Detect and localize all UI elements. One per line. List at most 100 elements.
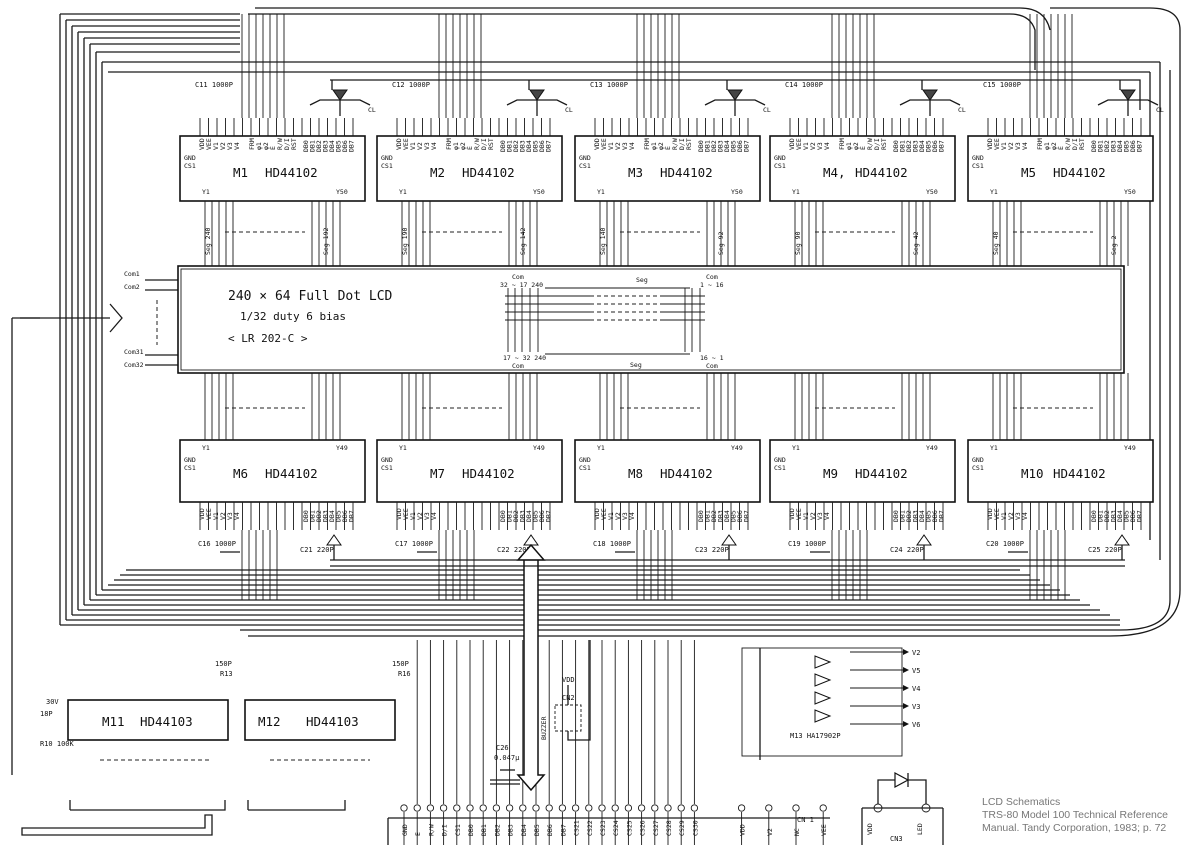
pin-gnd: GND bbox=[579, 456, 591, 464]
pin-power: V1 bbox=[1000, 512, 1008, 520]
pin-power: V1 bbox=[212, 142, 220, 150]
cn2-part: BUZZER bbox=[540, 716, 548, 740]
pin-cs1: CS1 bbox=[774, 464, 786, 472]
pin-data: DB1 bbox=[506, 140, 514, 152]
top-driver-part: HD44102 bbox=[855, 165, 908, 180]
bottom-driver-part: HD44102 bbox=[462, 466, 515, 481]
pin-power: V4 bbox=[823, 512, 831, 520]
pin-data: DB7 bbox=[1136, 140, 1144, 152]
pin-power: VEE bbox=[795, 138, 803, 150]
pin-misc: φ2 bbox=[459, 142, 467, 150]
cn1-pin: GND bbox=[401, 824, 409, 836]
m11-voltage: 30V bbox=[46, 698, 59, 706]
m12-cap: 150P bbox=[392, 660, 409, 668]
pin-misc: D/I bbox=[1071, 138, 1079, 150]
pin-data: DB0 bbox=[302, 140, 310, 152]
m11-resistor: R13 bbox=[220, 670, 233, 678]
cn1-pin: R/W bbox=[427, 824, 435, 836]
common-drivers: M11 HD44103 M12 HD44103 R13 150P R16 150… bbox=[21, 660, 411, 836]
pin-data: DB5 bbox=[335, 140, 343, 152]
pin-y50: Y50 bbox=[336, 188, 348, 196]
c26-value: 0.047μ bbox=[494, 754, 520, 762]
pin-misc: R/W bbox=[1064, 138, 1072, 150]
cn1-label: CN 1 bbox=[797, 816, 814, 824]
pin-data: DB0 bbox=[499, 140, 507, 152]
pin-power: V3 bbox=[816, 512, 824, 520]
pin-y50: Y50 bbox=[731, 188, 743, 196]
cn1-pin: V2 bbox=[766, 828, 774, 836]
pin-y49: Y49 bbox=[1124, 444, 1136, 452]
pin-power: V3 bbox=[226, 142, 234, 150]
pin-power: V1 bbox=[802, 142, 810, 150]
pin-power: V2 bbox=[219, 142, 227, 150]
pin-cl: CL bbox=[763, 106, 771, 114]
pin-power: V1 bbox=[607, 512, 615, 520]
pin-gnd: GND bbox=[972, 456, 984, 464]
pin-power: VDD bbox=[593, 138, 601, 150]
pin-power: V1 bbox=[409, 142, 417, 150]
bottom-driver-id: M10 bbox=[1021, 466, 1044, 481]
pin-y1: Y1 bbox=[399, 444, 407, 452]
pin-power: VDD bbox=[986, 138, 994, 150]
pin-power: V2 bbox=[614, 512, 622, 520]
pin-data: DB7 bbox=[545, 510, 553, 522]
lcd-com-label-1: Com bbox=[512, 273, 524, 281]
pin-gnd: GND bbox=[972, 154, 984, 162]
caption-line-2: TRS-80 Model 100 Technical Reference bbox=[982, 809, 1168, 821]
m11-c: 18P bbox=[40, 710, 53, 718]
pin-data: DB4 bbox=[525, 510, 533, 522]
cn1-pin: DB2 bbox=[493, 824, 501, 836]
pin-y49: Y49 bbox=[533, 444, 545, 452]
pin-misc: φ1 bbox=[452, 142, 460, 150]
pin-misc: φ2 bbox=[852, 142, 860, 150]
cn1-pin: CS26 bbox=[639, 820, 647, 836]
cn1-pin: DB3 bbox=[507, 824, 515, 836]
cn1-pin: CS22 bbox=[586, 820, 594, 836]
pin-data: DB4 bbox=[1116, 510, 1124, 522]
pin-power: VEE bbox=[402, 508, 410, 520]
pin-power: VDD bbox=[788, 508, 796, 520]
top-driver-id: M4, bbox=[823, 165, 846, 180]
m13-output: V6 bbox=[912, 721, 920, 729]
m12-id: M12 bbox=[258, 714, 281, 729]
cn1-pin: CS23 bbox=[599, 820, 607, 836]
cn1-pin: CS27 bbox=[652, 820, 660, 836]
m13-output: V4 bbox=[912, 685, 920, 693]
pin-cl: CL bbox=[565, 106, 573, 114]
pin-power: V4 bbox=[628, 142, 636, 150]
pin-misc: R/W bbox=[276, 138, 284, 150]
pin-power: V2 bbox=[809, 142, 817, 150]
pin-power: VEE bbox=[993, 138, 1001, 150]
top-driver-id: M2 bbox=[430, 165, 445, 180]
pin-gnd: GND bbox=[184, 154, 196, 162]
bottom-driver-part: HD44102 bbox=[1053, 466, 1106, 481]
figure-caption: LCD Schematics TRS-80 Model 100 Technica… bbox=[982, 796, 1197, 835]
bottom-driver-cap: C20 1000P bbox=[986, 540, 1024, 548]
pin-data: DB5 bbox=[532, 510, 540, 522]
pin-misc: φ2 bbox=[657, 142, 665, 150]
pin-gnd: GND bbox=[774, 456, 786, 464]
pin-data: DB6 bbox=[1129, 510, 1137, 522]
pin-power: VEE bbox=[402, 138, 410, 150]
pin-data: DB3 bbox=[519, 140, 527, 152]
pin-data: DB6 bbox=[341, 140, 349, 152]
cn1-pin: DB6 bbox=[546, 824, 554, 836]
pin-power: V1 bbox=[212, 512, 220, 520]
pin-y1: Y1 bbox=[202, 188, 210, 196]
pin-power: V3 bbox=[423, 142, 431, 150]
pin-y1: Y1 bbox=[597, 188, 605, 196]
bottom-driver-cap2: C24 220P bbox=[890, 546, 924, 554]
cn1-pin: CS1 bbox=[454, 824, 462, 836]
pin-power: VEE bbox=[993, 508, 1001, 520]
pin-power: VDD bbox=[198, 138, 206, 150]
cn1-pin: DB0 bbox=[467, 824, 475, 836]
pin-cs1: CS1 bbox=[972, 162, 984, 170]
pin-power: VDD bbox=[986, 508, 994, 520]
pin-power: V2 bbox=[416, 142, 424, 150]
bottom-driver-id: M7 bbox=[430, 466, 445, 481]
pin-y1: Y1 bbox=[792, 444, 800, 452]
top-driver-bus bbox=[241, 14, 1141, 118]
pin-misc: RST bbox=[880, 138, 888, 150]
